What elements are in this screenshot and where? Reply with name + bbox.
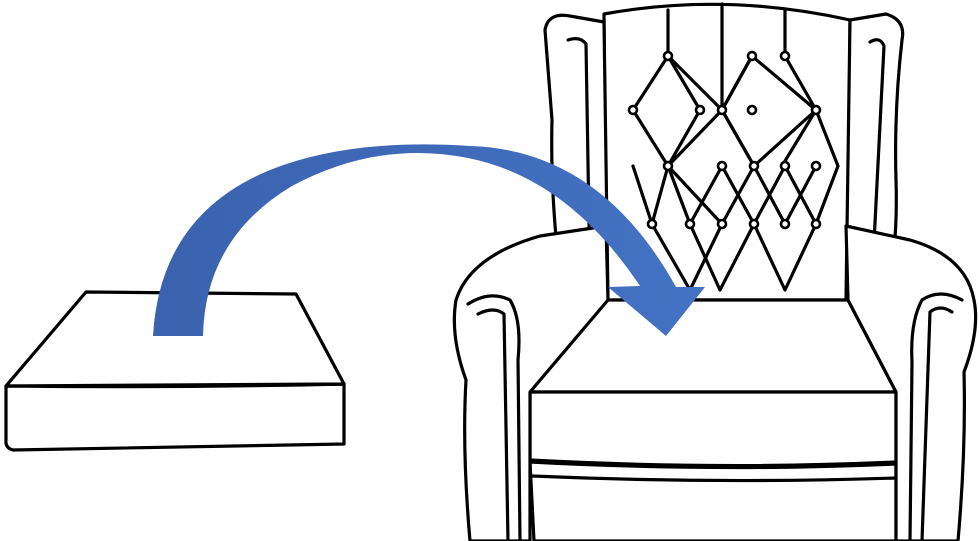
tuft-button	[748, 52, 756, 60]
tuft-button	[812, 106, 820, 114]
tuft-button	[718, 162, 726, 170]
tuft-button	[629, 106, 637, 114]
tuft-button	[664, 162, 672, 170]
tuft-button	[748, 106, 756, 114]
tuft-button	[781, 220, 789, 228]
tuft-button	[781, 162, 789, 170]
tuft-button	[750, 220, 758, 228]
tuft-button	[664, 52, 672, 60]
tuft-button	[648, 220, 656, 228]
tuft-button	[781, 52, 789, 60]
tuft-button	[718, 220, 726, 228]
armchair	[454, 4, 975, 541]
tuft-button	[696, 106, 704, 114]
tuft-button	[718, 106, 726, 114]
cushion-front-face	[6, 384, 344, 450]
tuft-button	[686, 220, 694, 228]
chair-base	[530, 462, 896, 541]
tuft-button	[750, 162, 758, 170]
tuft-button	[812, 162, 820, 170]
chair-seat-cushion	[530, 392, 896, 466]
tuft-button	[812, 220, 820, 228]
